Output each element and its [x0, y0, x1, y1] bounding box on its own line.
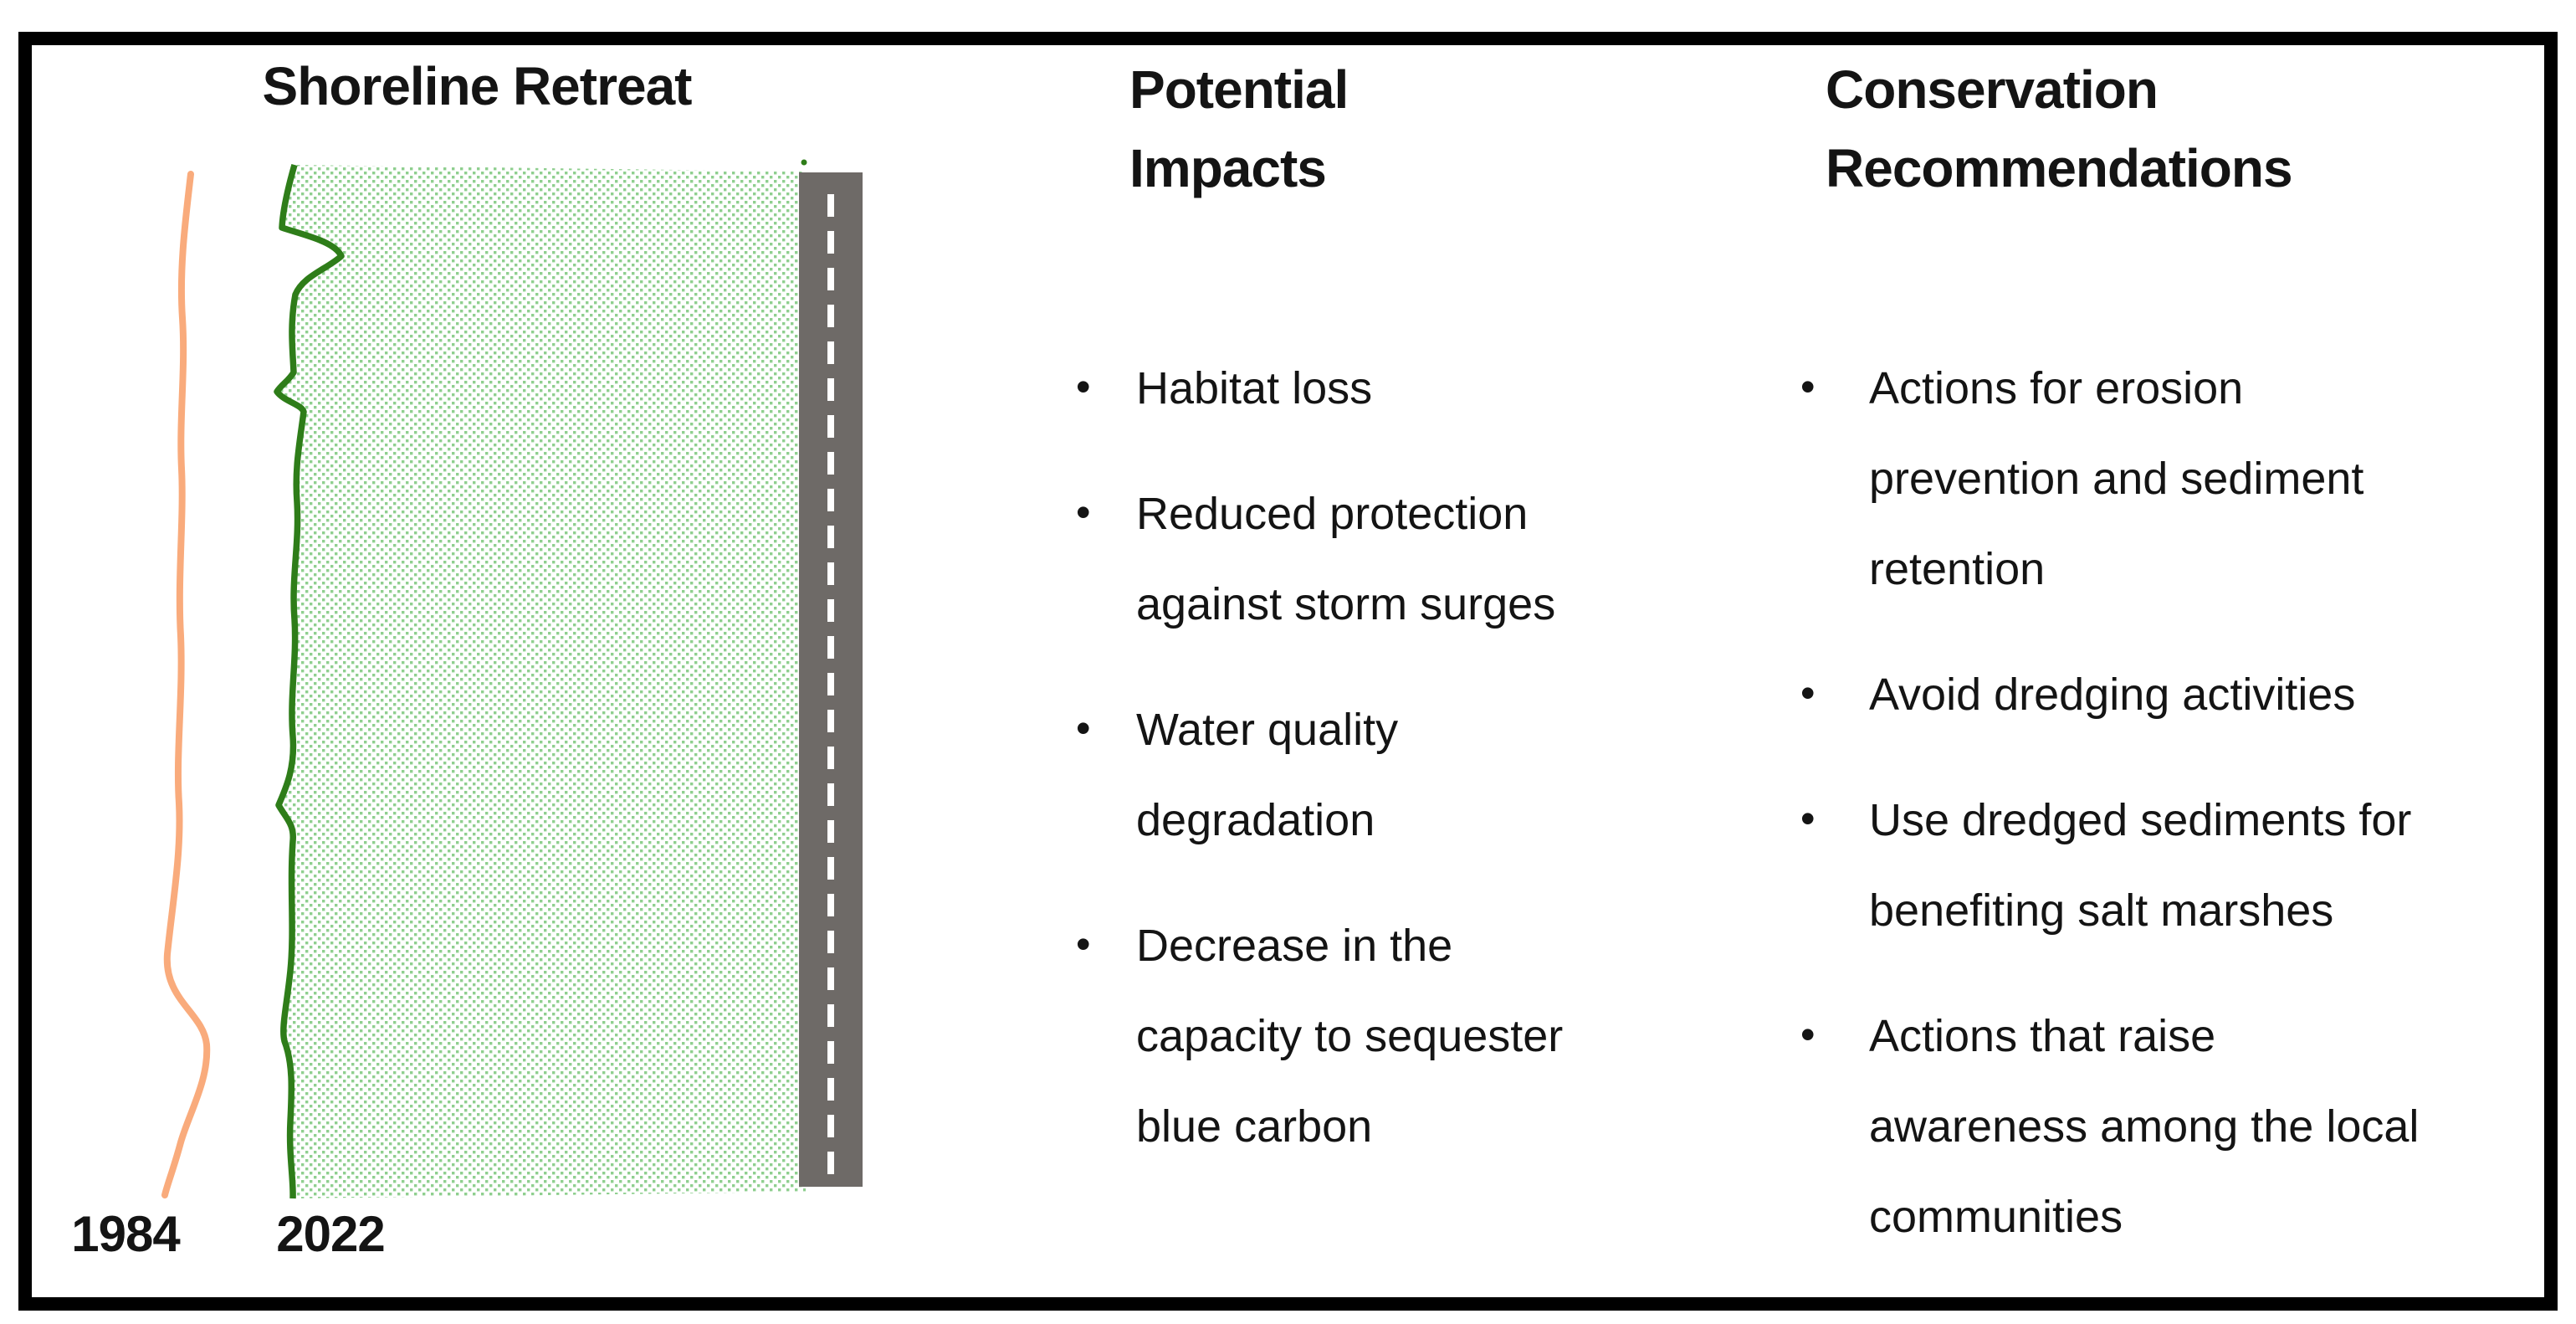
list-item: • Reduced protection against storm surge…: [1076, 469, 1611, 649]
bullet-icon: •: [1800, 670, 1815, 716]
shoreline-2022-line: [274, 163, 345, 1199]
label-year-1984: 1984: [71, 1206, 180, 1262]
impact-item-text: Habitat loss: [1136, 363, 1373, 413]
salt-marsh-area: [277, 165, 806, 1198]
list-item: • Actions that raise awareness among the…: [1800, 991, 2445, 1262]
bullet-icon: •: [1076, 705, 1091, 752]
list-item: • Avoid dredging activities: [1800, 649, 2445, 740]
shoreline-1984-line: [161, 171, 211, 1198]
impact-item-text: Water quality degradation: [1136, 705, 1399, 845]
impact-item-text: Reduced protection against storm surges: [1136, 489, 1556, 629]
conservation-recommendations-list: • Actions for erosion prevention and sed…: [1800, 343, 2445, 1262]
bullet-icon: •: [1800, 363, 1815, 410]
conservation-recommendations-heading: Conservation Recommendations: [1826, 59, 2293, 198]
outer-border-frame: [18, 32, 2558, 1311]
recommendation-item-text: Avoid dredging activities: [1869, 670, 2356, 720]
shoreline-retreat-diagram: [161, 159, 863, 1199]
impact-item-text: Decrease in the capacity to sequester bl…: [1136, 921, 1564, 1152]
list-item: • Actions for erosion prevention and sed…: [1800, 343, 2445, 614]
list-item: • Decrease in the capacity to sequester …: [1076, 901, 1611, 1172]
recommendation-item-text: Use dredged sediments for benefiting sal…: [1869, 795, 2412, 936]
recommendation-item-text: Actions that raise awareness among the l…: [1869, 1011, 2420, 1242]
list-item: • Habitat loss: [1076, 343, 1611, 434]
list-item: • Water quality degradation: [1076, 685, 1611, 865]
bullet-icon: •: [1076, 921, 1091, 967]
bullet-icon: •: [1800, 795, 1815, 842]
potential-impacts-heading: Potential Impacts: [1129, 59, 1349, 198]
stray-marsh-dot: [801, 159, 807, 166]
shoreline-diagram-title: Shoreline Retreat: [262, 56, 693, 116]
bullet-icon: •: [1800, 1011, 1815, 1058]
recommendation-item-text: Actions for erosion prevention and sedim…: [1869, 363, 2364, 594]
list-item: • Use dredged sediments for benefiting s…: [1800, 775, 2445, 956]
bullet-icon: •: [1076, 363, 1091, 410]
bullet-icon: •: [1076, 489, 1091, 536]
label-year-2022: 2022: [276, 1206, 385, 1262]
potential-impacts-list: • Habitat loss • Reduced protection agai…: [1076, 343, 1611, 1172]
